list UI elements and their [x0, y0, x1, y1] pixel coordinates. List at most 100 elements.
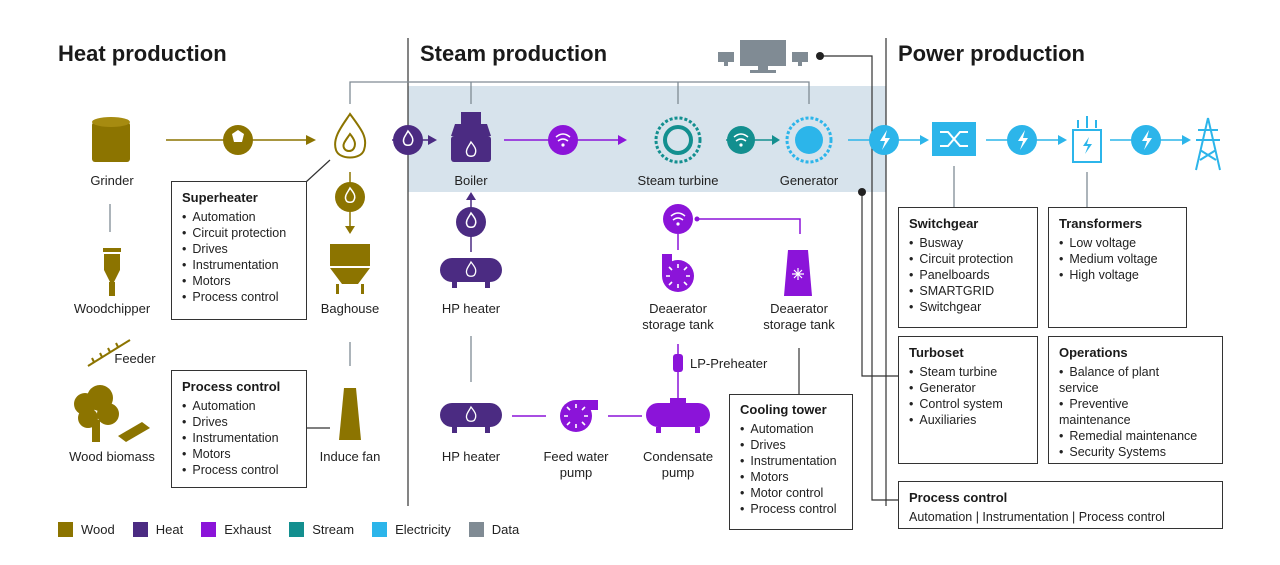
- wood-chip-icon: [232, 130, 244, 142]
- exhaust-badge-deaerator: [663, 204, 693, 234]
- legend-label-electricity: Electricity: [395, 522, 451, 537]
- heat-up-badge: [456, 207, 486, 237]
- bolt-icon-1: [880, 130, 890, 150]
- generator-icon: [785, 116, 833, 164]
- woodchipper-icon: [103, 248, 121, 296]
- feed-water-pump-icon: [560, 400, 598, 432]
- hp-heater-1-label: HP heater: [441, 301, 501, 316]
- list-item: Steam turbine: [909, 364, 1027, 380]
- bolt-icon-2: [1018, 130, 1028, 150]
- legend-label-stream: Stream: [312, 522, 355, 537]
- list-item: Automation: [182, 398, 296, 414]
- process-control-heat-title: Process control: [182, 379, 281, 394]
- list-item: Control system: [909, 396, 1027, 412]
- list-item: Preventive maintenance: [1059, 396, 1199, 428]
- exhaust-flow-badge: [548, 125, 578, 155]
- data-lines: [109, 81, 1088, 382]
- feeder-icon: [87, 339, 131, 367]
- list-item: Instrumentation: [182, 430, 296, 446]
- process-control-heat-box: Process control Automation Drives Instru…: [171, 370, 307, 488]
- wave-dot-3: [676, 222, 680, 226]
- list-item: Automation: [740, 421, 842, 437]
- legend-label-exhaust: Exhaust: [224, 522, 272, 537]
- list-item: Switchgear: [909, 299, 1027, 315]
- list-item: Instrumentation: [740, 453, 842, 469]
- steam-production-title: Steam production: [420, 41, 608, 66]
- legend-swatch-wood: [58, 522, 73, 537]
- list-item: High voltage: [1059, 267, 1176, 283]
- hp-heater-2-icon: [440, 403, 502, 433]
- legend-item-wood: Wood: [58, 522, 115, 537]
- list-item: Drives: [182, 241, 296, 257]
- operations-list: Balance of plant service Preventive main…: [1059, 364, 1199, 460]
- list-item: Motors: [182, 446, 296, 462]
- transformers-box: Transformers Low voltage Medium voltage …: [1048, 207, 1187, 328]
- list-item: Motors: [740, 469, 842, 485]
- process-control-power-title: Process control: [909, 490, 1008, 505]
- connector-lines: [305, 55, 898, 501]
- turboset-list: Steam turbine Generator Control system A…: [909, 364, 1027, 428]
- cooling-tower-title: Cooling tower: [740, 402, 827, 417]
- flame-small-icon-1: [344, 186, 356, 203]
- list-item: Motor control: [740, 485, 842, 501]
- bolt-icon-3: [1142, 130, 1152, 150]
- cooling-tower-box: Cooling tower Automation Drives Instrume…: [729, 394, 853, 530]
- wave-dot-1: [561, 143, 565, 147]
- list-item: Security Systems: [1059, 444, 1199, 460]
- list-item: Circuit protection: [182, 225, 296, 241]
- induce-fan-icon: [339, 388, 361, 440]
- hp-heater-2-flame: [465, 405, 477, 422]
- list-item: Generator: [909, 380, 1027, 396]
- induce-fan-label: Induce fan: [319, 449, 381, 464]
- list-item: Process control: [182, 289, 296, 305]
- electricity-arrowhead-1: [920, 135, 929, 145]
- cooling-tower-list: Automation Drives Instrumentation Motors…: [740, 421, 842, 517]
- legend-swatch-heat: [132, 522, 148, 537]
- wave-icon-3: [670, 212, 686, 221]
- legend-label-wood: Wood: [81, 522, 115, 537]
- process-control-power-text: Automation | Instrumentation | Process c…: [909, 510, 1165, 524]
- exhaust-flow-arrowhead: [618, 135, 627, 145]
- list-item: Busway: [909, 235, 1027, 251]
- boiler-icon: [451, 112, 491, 162]
- list-item: Medium voltage: [1059, 251, 1176, 267]
- hp-heater-2-label: HP heater: [441, 449, 501, 464]
- process-control-power-box: Process control Automation | Instrumenta…: [898, 481, 1223, 529]
- heat-production-title: Heat production: [58, 41, 227, 66]
- transformer-icon: [1072, 116, 1102, 163]
- stream-flow-badge: [727, 126, 755, 154]
- list-item: Panelboards: [909, 267, 1027, 283]
- legend-swatch-electricity: [372, 522, 388, 537]
- legend-label-data: Data: [491, 522, 520, 537]
- list-item: SMARTGRID: [909, 283, 1027, 299]
- flame-small-icon-3: [465, 211, 477, 228]
- list-item: Remedial maintenance: [1059, 428, 1199, 444]
- condensate-pump-icon: [646, 398, 710, 433]
- lp-preheater-icon: [673, 354, 683, 372]
- list-item: Automation: [182, 209, 296, 225]
- heat-into-boiler-arrowhead: [428, 135, 437, 145]
- electricity-arrowhead-2: [1058, 135, 1067, 145]
- baghouse-label: Baghouse: [320, 301, 380, 316]
- list-item: Drives: [182, 414, 296, 430]
- list-item: Motors: [182, 273, 296, 289]
- switchgear-title: Switchgear: [909, 216, 979, 231]
- turboset-title: Turboset: [909, 345, 964, 360]
- monitor-icon: [718, 40, 808, 73]
- boiler-label: Boiler: [454, 173, 488, 188]
- hp-heater-1-icon: [440, 258, 502, 288]
- transformers-list: Low voltage Medium voltage High voltage: [1059, 235, 1176, 283]
- steam-turbine-icon: [654, 116, 702, 164]
- superheater-list: Automation Circuit protection Drives Ins…: [182, 209, 296, 305]
- operations-box: Operations Balance of plant service Prev…: [1048, 336, 1223, 464]
- data-junction-generator: [858, 188, 866, 196]
- operations-title: Operations: [1059, 345, 1128, 360]
- wave-icon-2: [733, 133, 749, 142]
- switchgear-list: Busway Circuit protection Panelboards SM…: [909, 235, 1027, 315]
- exhaust-line-to-tower: [696, 218, 801, 234]
- wave-icon-1: [555, 133, 571, 142]
- hp-heater-1-flame: [465, 260, 477, 277]
- legend-item-stream: Stream: [289, 522, 354, 537]
- wave-dot-2: [739, 143, 743, 147]
